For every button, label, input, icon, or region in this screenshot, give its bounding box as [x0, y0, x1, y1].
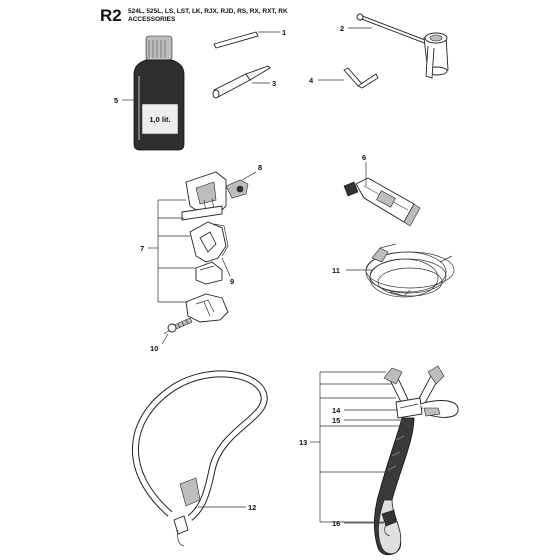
- section-code: R2: [100, 6, 122, 25]
- callout-1: 1: [282, 28, 286, 37]
- section-title: ACCESSORIES: [128, 16, 176, 23]
- grease-tube: [343, 177, 421, 227]
- callout-11: 11: [332, 266, 340, 275]
- callout-14: 14: [332, 406, 341, 415]
- callout-10: 10: [150, 344, 158, 353]
- trimmer-line-coil: [365, 243, 455, 298]
- callout-16: 16: [332, 519, 340, 528]
- callout-6: 6: [362, 153, 366, 162]
- model-list: 524L, 525L, LS, LST, LK, RJX, RJD, RS, R…: [128, 8, 288, 15]
- section-header: 524L, 525L, LS, LST, LK, RJX, RJD, RS, R…: [128, 8, 288, 24]
- callout-12: 12: [248, 503, 256, 512]
- callout-2: 2: [340, 24, 344, 33]
- callout-4: 4: [309, 76, 314, 85]
- combination-spanner: [356, 13, 449, 79]
- bottle-label: 1,0 lit.: [149, 115, 170, 124]
- allen-key: [343, 67, 379, 89]
- callout-5: 5: [114, 96, 118, 105]
- callout-9: 9: [230, 277, 234, 286]
- harness-hook-assembly: [167, 171, 249, 333]
- callout-3: 3: [272, 79, 276, 88]
- callout-7: 7: [140, 244, 144, 253]
- pin: [213, 31, 259, 49]
- callout-15: 15: [332, 416, 340, 425]
- shoulder-strap: [131, 370, 268, 547]
- double-harness: [374, 365, 459, 556]
- screwdriver: [212, 65, 271, 99]
- callout-8: 8: [258, 163, 262, 172]
- oil-bottle: 1,0 lit.: [133, 35, 185, 151]
- callout-13: 13: [299, 438, 307, 447]
